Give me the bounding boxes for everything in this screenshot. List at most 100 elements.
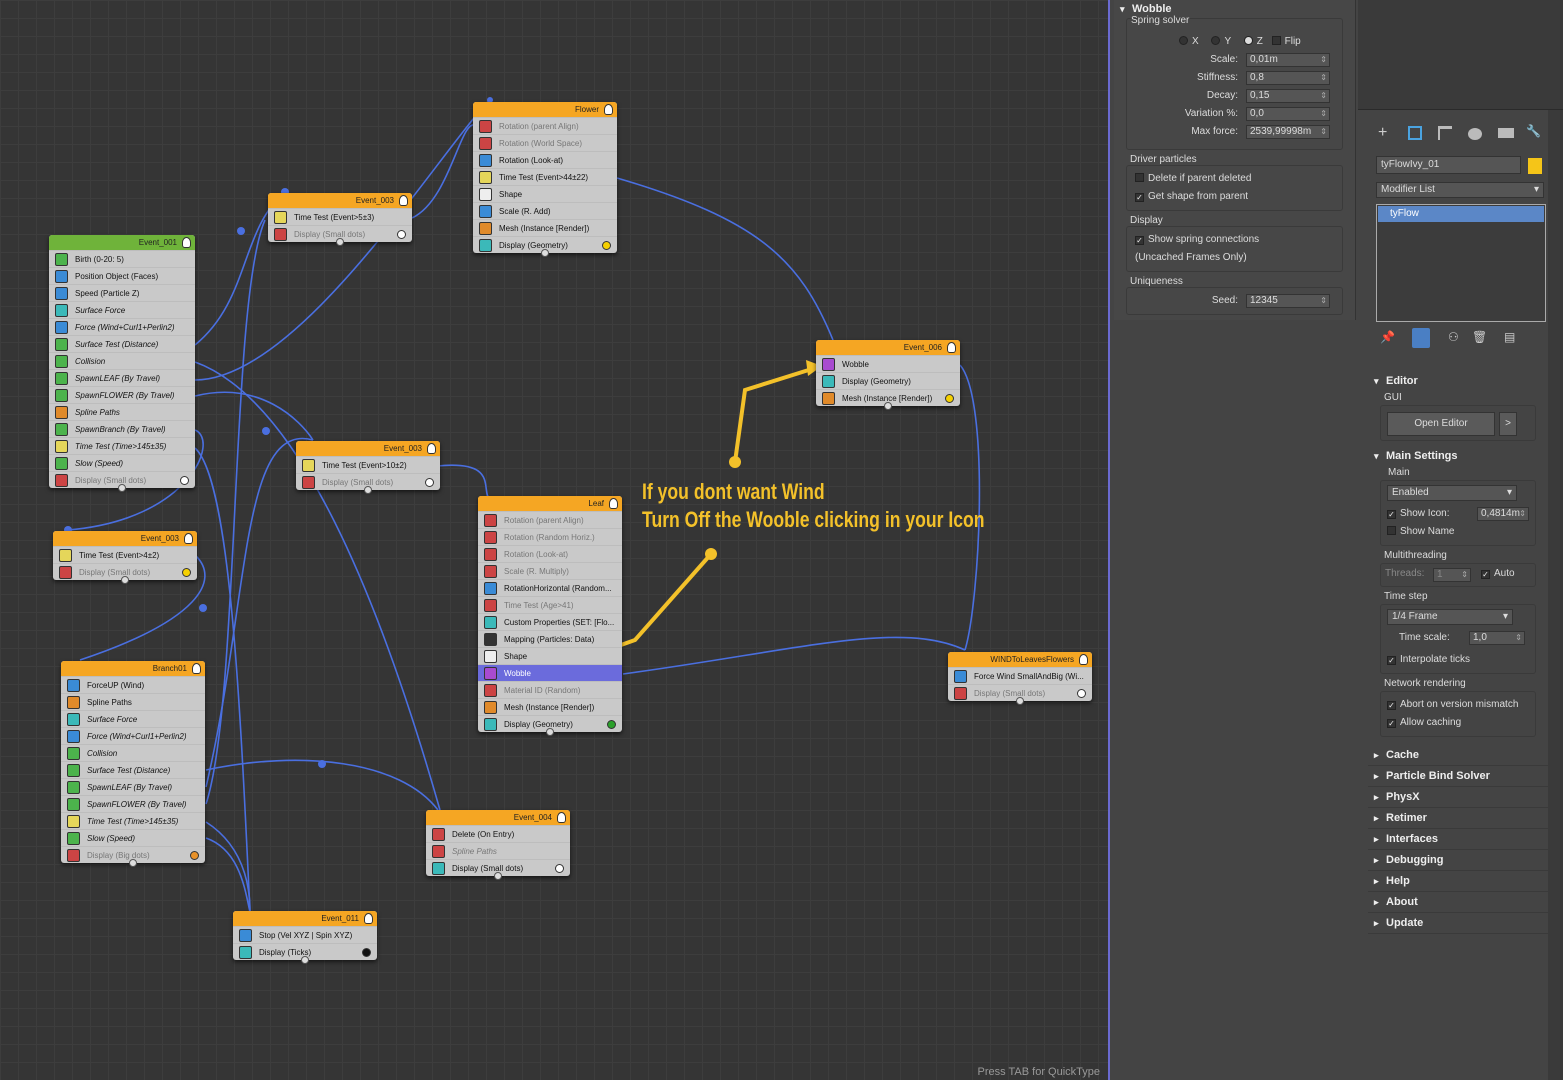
- operator-row[interactable]: Display (Ticks): [233, 943, 377, 960]
- operator-icon[interactable]: [55, 372, 68, 385]
- node-header[interactable]: Event_001: [49, 235, 195, 250]
- node-input-port[interactable]: [1016, 697, 1024, 705]
- operator-row[interactable]: SpawnBranch (By Travel): [49, 420, 195, 437]
- operator-icon[interactable]: [55, 287, 68, 300]
- node-input-port[interactable]: [301, 956, 309, 964]
- utilities-tab-icon[interactable]: 🔧: [1526, 124, 1541, 138]
- bulb-icon[interactable]: [364, 913, 373, 924]
- operator-icon[interactable]: [274, 211, 287, 224]
- main-settings-rollout-header[interactable]: Main Settings: [1368, 447, 1548, 465]
- operator-row[interactable]: Position Object (Faces): [49, 267, 195, 284]
- operator-row[interactable]: Time Test (Time>145±35): [61, 812, 205, 829]
- operator-icon[interactable]: [55, 338, 68, 351]
- operator-icon[interactable]: [822, 358, 835, 371]
- operator-row[interactable]: Slow (Speed): [61, 829, 205, 846]
- operator-row[interactable]: Rotation (parent Align): [478, 511, 622, 528]
- operator-icon[interactable]: [479, 222, 492, 235]
- operator-icon[interactable]: [67, 730, 80, 743]
- object-color-swatch[interactable]: [1528, 158, 1542, 174]
- node-input-port[interactable]: [494, 872, 502, 880]
- get-shape-checkbox[interactable]: ✓: [1135, 193, 1144, 202]
- operator-row[interactable]: Display (Big dots): [61, 846, 205, 863]
- operator-icon[interactable]: [55, 304, 68, 317]
- operator-row[interactable]: Delete (On Entry): [426, 825, 570, 842]
- allow-caching-checkbox[interactable]: ✓: [1387, 719, 1396, 728]
- operator-icon[interactable]: [484, 565, 497, 578]
- operator-row[interactable]: Surface Force: [61, 710, 205, 727]
- display-color-dot[interactable]: [555, 864, 564, 873]
- rollout-particle-bind-solver[interactable]: Particle Bind Solver: [1368, 766, 1548, 787]
- bulb-icon[interactable]: [427, 443, 436, 454]
- operator-row[interactable]: Mesh (Instance [Render]): [816, 389, 960, 406]
- operator-row[interactable]: Display (Small dots): [49, 471, 195, 488]
- axis-z-radio[interactable]: [1243, 36, 1253, 45]
- operator-row[interactable]: SpawnFLOWER (By Travel): [49, 386, 195, 403]
- object-name-field[interactable]: tyFlowIvy_01: [1376, 156, 1521, 174]
- rollout-retimer[interactable]: Retimer: [1368, 808, 1548, 829]
- node-input-port[interactable]: [546, 728, 554, 736]
- node-input-port[interactable]: [364, 486, 372, 494]
- rollout-physx[interactable]: PhysX: [1368, 787, 1548, 808]
- operator-row[interactable]: Force (Wind+Curl1+Perlin2): [61, 727, 205, 744]
- node-header[interactable]: Event_003: [53, 531, 197, 546]
- bulb-icon[interactable]: [604, 104, 613, 115]
- operator-row[interactable]: Display (Geometry): [478, 715, 622, 732]
- operator-icon[interactable]: [59, 566, 72, 579]
- show-icon-checkbox[interactable]: ✓: [1387, 510, 1396, 519]
- bulb-icon[interactable]: [399, 195, 408, 206]
- rollout-help[interactable]: Help: [1368, 871, 1548, 892]
- operator-icon[interactable]: [479, 205, 492, 218]
- display-color-dot[interactable]: [190, 851, 199, 860]
- operator-row[interactable]: Display (Small dots): [948, 684, 1092, 701]
- decay-spinner[interactable]: 0,15: [1246, 89, 1330, 103]
- operator-icon[interactable]: [432, 828, 445, 841]
- operator-row[interactable]: Scale (R. Multiply): [478, 562, 622, 579]
- bulb-icon[interactable]: [1079, 654, 1088, 665]
- operator-icon[interactable]: [55, 423, 68, 436]
- operator-icon[interactable]: [59, 549, 72, 562]
- configure-sets-icon[interactable]: ▤: [1504, 330, 1516, 344]
- operator-icon[interactable]: [67, 781, 80, 794]
- operator-row[interactable]: Surface Force: [49, 301, 195, 318]
- operator-icon[interactable]: [67, 764, 80, 777]
- operator-icon[interactable]: [432, 862, 445, 875]
- display-color-dot[interactable]: [945, 394, 954, 403]
- operator-icon[interactable]: [484, 650, 497, 663]
- operator-icon[interactable]: [55, 270, 68, 283]
- operator-row[interactable]: Collision: [61, 744, 205, 761]
- operator-row[interactable]: Mesh (Instance [Render]): [473, 219, 617, 236]
- remove-modifier-icon[interactable]: 🗑: [1472, 330, 1488, 344]
- operator-icon[interactable]: [67, 849, 80, 862]
- operator-icon[interactable]: [484, 548, 497, 561]
- time-scale-spinner[interactable]: 1,0: [1469, 631, 1525, 645]
- show-end-result-icon[interactable]: [1412, 328, 1430, 348]
- operator-icon[interactable]: [479, 239, 492, 252]
- scale-spinner[interactable]: 0,01m: [1246, 53, 1330, 67]
- operator-row[interactable]: Rotation (Look-at): [478, 545, 622, 562]
- open-editor-button[interactable]: Open Editor: [1387, 412, 1495, 436]
- node-input-port[interactable]: [129, 859, 137, 867]
- operator-icon[interactable]: [67, 713, 80, 726]
- node-input-port[interactable]: [118, 484, 126, 492]
- bulb-icon[interactable]: [184, 533, 193, 544]
- variation-spinner[interactable]: 0,0: [1246, 107, 1330, 121]
- operator-icon[interactable]: [954, 687, 967, 700]
- threads-spinner[interactable]: 1: [1433, 568, 1471, 582]
- operator-row[interactable]: Time Test (Event>44±22): [473, 168, 617, 185]
- display-color-dot[interactable]: [607, 720, 616, 729]
- operator-icon[interactable]: [479, 120, 492, 133]
- display-color-dot[interactable]: [1077, 689, 1086, 698]
- operator-icon[interactable]: [479, 188, 492, 201]
- operator-icon[interactable]: [484, 684, 497, 697]
- operator-icon[interactable]: [67, 798, 80, 811]
- display-tab-icon[interactable]: [1498, 128, 1514, 138]
- operator-icon[interactable]: [954, 670, 967, 683]
- wobble-rollout-header[interactable]: Wobble: [1114, 0, 1355, 18]
- operator-row[interactable]: Mesh (Instance [Render]): [478, 698, 622, 715]
